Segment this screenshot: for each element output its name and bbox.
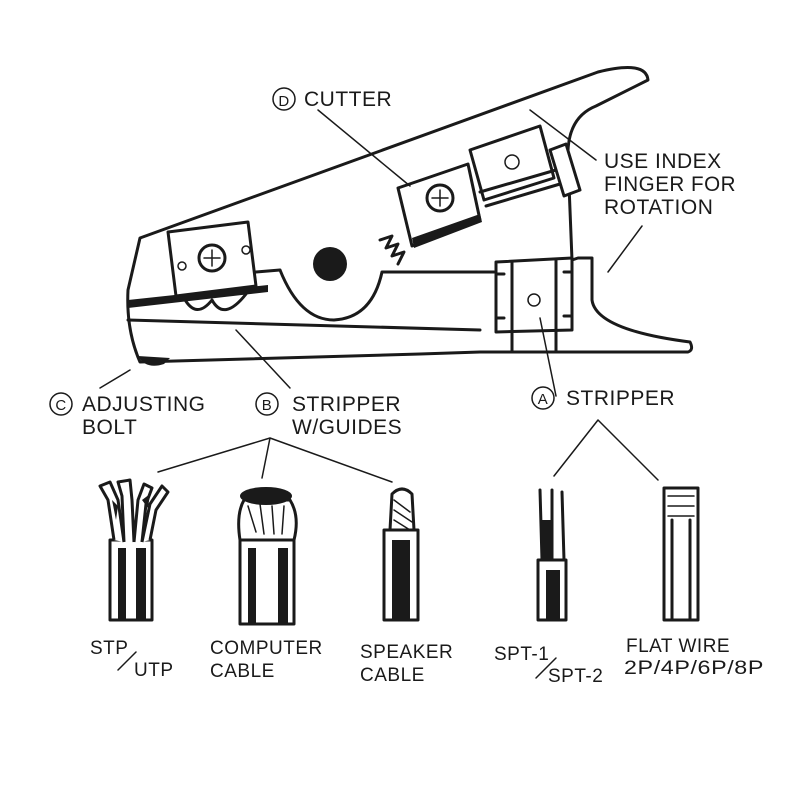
cable-computer (237, 487, 298, 626)
caption-line-2: 2P/4P/6P/8P (624, 658, 764, 679)
cable-flat-wire (662, 486, 700, 622)
label-line-2: FINGER FOR (604, 173, 736, 196)
label-letter: C (55, 397, 66, 414)
caption-line-1: COMPUTER (210, 638, 323, 659)
caption-part-1: SPT-1 (494, 644, 549, 665)
stripper-tool (126, 66, 694, 366)
pivot-cutout (278, 269, 384, 322)
stripper-a-block (494, 256, 574, 354)
label-text: STRIPPER (566, 387, 675, 410)
label-stripper-guides: B STRIPPER W/GUIDES (255, 392, 402, 439)
stripper-guide-plate (166, 220, 258, 311)
label-letter: A (538, 391, 549, 408)
adjusting-bolt (138, 356, 170, 366)
label-cutter: D CUTTER (272, 87, 392, 111)
pivot-hole (313, 247, 347, 281)
label-line-1: STRIPPER (292, 393, 401, 416)
caption-part-1: STP (90, 638, 128, 659)
cable-spt (536, 488, 568, 622)
lower-body-line (126, 318, 482, 332)
label-letter-circle (255, 392, 279, 416)
cable-speaker (382, 487, 420, 622)
caption-flat-wire: FLAT WIRE 2P/4P/6P/8P (624, 636, 764, 679)
label-letter-circle (49, 392, 73, 416)
caption-part-2: UTP (134, 660, 174, 681)
label-line-2: W/GUIDES (292, 416, 402, 439)
label-line-1: USE INDEX (604, 150, 722, 173)
label-letter: B (262, 397, 273, 414)
label-letter-circle (272, 87, 296, 111)
caption-line-1: FLAT WIRE (626, 636, 730, 657)
center-bar (254, 268, 496, 274)
leader-lines (99, 109, 659, 483)
caption-stp-utp: STP UTP (90, 638, 174, 681)
label-letter-circle (531, 386, 555, 410)
caption-speaker-cable: SPEAKER CABLE (360, 642, 453, 686)
caption-line-2: CABLE (210, 661, 275, 682)
label-letter: D (278, 93, 289, 110)
jaw-edge (128, 285, 268, 308)
label-adjusting-bolt: C ADJUSTING BOLT (49, 392, 206, 439)
rotation-arm (468, 124, 582, 208)
caption-spt: SPT-1 SPT-2 (494, 644, 603, 687)
label-line-2: BOLT (82, 416, 137, 439)
label-line-3: ROTATION (604, 196, 713, 219)
cutter-block (378, 162, 482, 266)
label-text: CUTTER (304, 88, 392, 111)
label-stripper: A STRIPPER (531, 386, 675, 410)
label-rotation: USE INDEX FINGER FOR ROTATION (604, 150, 736, 219)
label-line-1: ADJUSTING (82, 393, 206, 416)
caption-part-2: SPT-2 (548, 666, 603, 687)
caption-line-2: CABLE (360, 665, 425, 686)
caption-computer-cable: COMPUTER CABLE (210, 638, 323, 682)
cable-stp-utp (98, 478, 170, 622)
caption-line-1: SPEAKER (360, 642, 453, 663)
